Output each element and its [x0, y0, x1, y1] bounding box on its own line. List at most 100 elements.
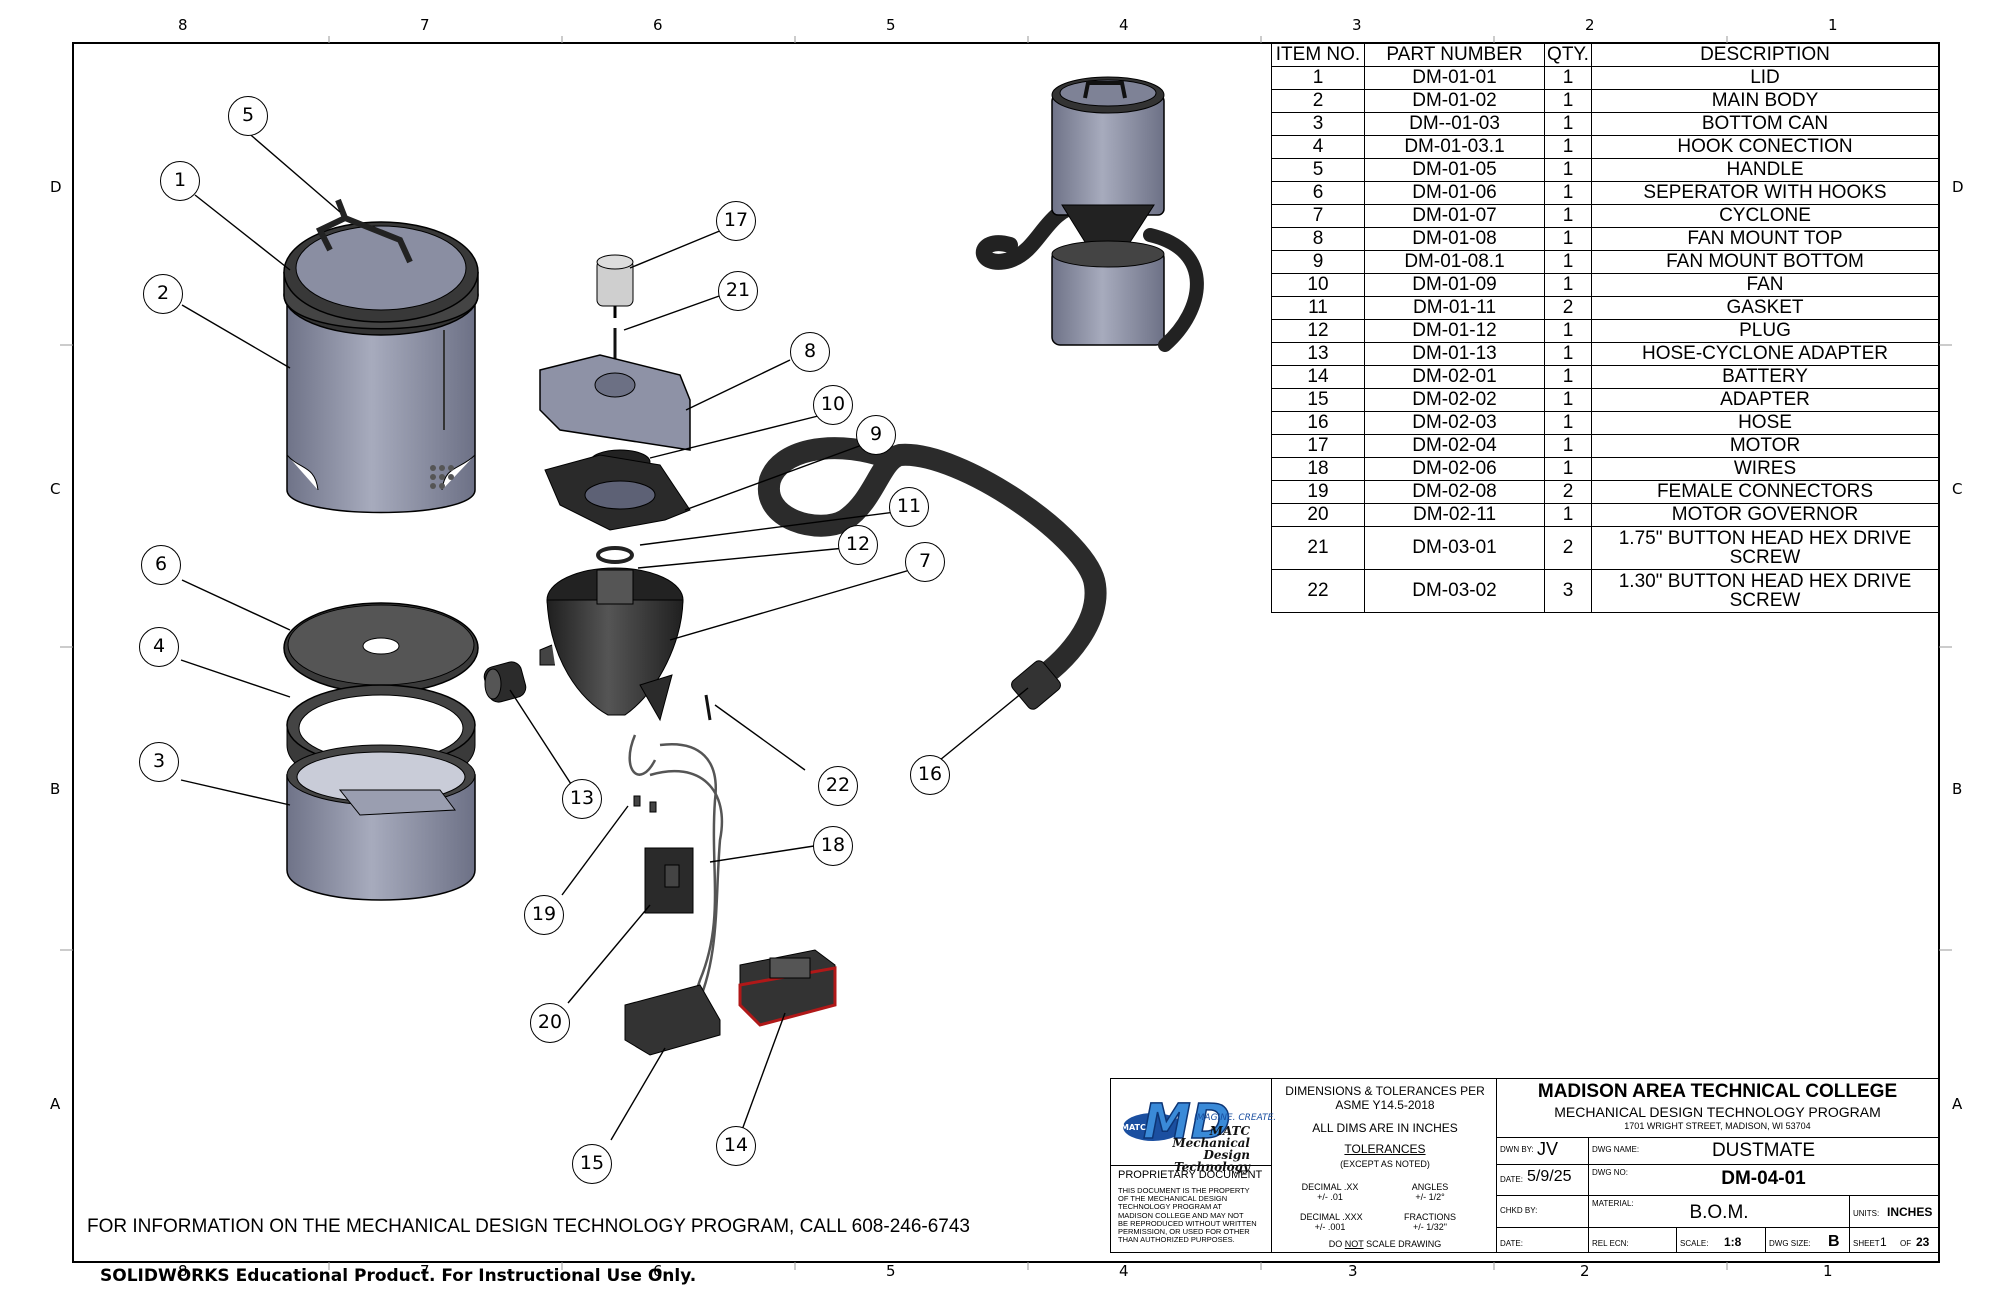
callout-9[interactable]: 9	[856, 415, 896, 455]
bom-part-number: DM-01-07	[1364, 204, 1545, 228]
callout-10[interactable]: 10	[813, 385, 853, 425]
bom-description-line: SCREW	[1729, 547, 1801, 568]
callout-16[interactable]: 16	[910, 755, 950, 795]
bom-header-item: ITEM NO.	[1271, 43, 1365, 67]
part-gasket-plug	[596, 546, 634, 564]
bom-item-no: 11	[1271, 296, 1365, 320]
part-cyclone	[539, 567, 684, 722]
bom-qty: 2	[1544, 526, 1592, 570]
dwg-no-label: DWG NO:	[1592, 1168, 1628, 1177]
bom-qty: 1	[1544, 112, 1592, 136]
dwg-name-value: DUSTMATE	[1711, 1140, 1816, 1161]
bom-item-no: 1	[1271, 66, 1365, 90]
callout-11[interactable]: 11	[889, 487, 929, 527]
bom-description: FEMALE CONNECTORS	[1591, 480, 1939, 504]
sheet-cell	[1849, 1227, 1939, 1253]
bom-part-number: DM-01-09	[1364, 273, 1545, 297]
part-motor	[596, 254, 634, 318]
callout-8[interactable]: 8	[790, 332, 830, 372]
zone-label: 8	[178, 1262, 188, 1280]
callout-1[interactable]: 1	[160, 161, 200, 201]
bom-qty: 1	[1544, 227, 1592, 251]
bom-part-number: DM-01-01	[1364, 66, 1545, 90]
callout-3[interactable]: 3	[139, 742, 179, 782]
scale-label: SCALE:	[1680, 1239, 1709, 1248]
callout-6[interactable]: 6	[141, 545, 181, 585]
bom-item-no: 10	[1271, 273, 1365, 297]
of-label: OF	[1900, 1239, 1912, 1248]
bom-qty: 2	[1544, 296, 1592, 320]
bom-qty: 1	[1544, 503, 1592, 527]
bom-item-no: 18	[1271, 457, 1365, 481]
units-value: INCHES	[1887, 1205, 1933, 1219]
part-fan-mount-bottom	[544, 454, 691, 531]
leader-lines	[180, 129, 1029, 1141]
except-note: (EXCEPT AS NOTED)	[1340, 1159, 1430, 1169]
bom-description: SEPERATOR WITH HOOKS	[1591, 181, 1939, 205]
zone-label: D	[50, 178, 62, 196]
callout-4[interactable]: 4	[139, 627, 179, 667]
part-bottom-can	[286, 744, 476, 901]
bom-part-number: DM-03-02	[1364, 569, 1545, 613]
callout-18[interactable]: 18	[813, 826, 853, 866]
zone-ticks	[60, 36, 1952, 1270]
college-name: MADISON AREA TECHNICAL COLLEGE	[1537, 1081, 1898, 1102]
drawing-border	[72, 42, 1940, 1263]
bom-description-line: 1.30" BUTTON HEAD HEX DRIVE	[1618, 571, 1912, 592]
bom-part-number: DM-01-06	[1364, 181, 1545, 205]
part-fan-mount-top	[539, 354, 691, 451]
zone-label: 3	[1352, 16, 1362, 34]
angles-label: ANGLES	[1411, 1182, 1449, 1192]
bom-item-no: 5	[1271, 158, 1365, 182]
svg-text:MD: MD	[1143, 1094, 1231, 1150]
bom-part-number: DM-02-01	[1364, 365, 1545, 389]
bom-item-no: 7	[1271, 204, 1365, 228]
chkd-by-label: CHKD BY:	[1500, 1206, 1538, 1215]
bom-header-description: DESCRIPTION	[1591, 43, 1939, 67]
zone-label: 5	[886, 16, 896, 34]
bom-part-number: DM-01-03.1	[1364, 135, 1545, 159]
bom-header-row: ITEM NO. PART NUMBER QTY. DESCRIPTION	[1271, 43, 1939, 67]
callout-7[interactable]: 7	[905, 542, 945, 582]
bom-description: MOTOR GOVERNOR	[1591, 503, 1939, 527]
callout-15[interactable]: 15	[572, 1144, 612, 1184]
bom-item-no: 15	[1271, 388, 1365, 412]
bom-item-no: 22	[1271, 569, 1365, 613]
callout-2[interactable]: 2	[143, 274, 183, 314]
date2-label: DATE:	[1500, 1239, 1523, 1248]
callout-17[interactable]: 17	[716, 201, 756, 241]
bom-part-number: DM-01-02	[1364, 89, 1545, 113]
dwg-size-label: DWG SIZE:	[1769, 1239, 1811, 1248]
sheet-label: SHEET	[1853, 1239, 1880, 1248]
callout-21[interactable]: 21	[718, 271, 758, 311]
fractions-label: FRACTIONS	[1403, 1212, 1456, 1222]
callout-13[interactable]: 13	[562, 779, 602, 819]
bom-item-no: 14	[1271, 365, 1365, 389]
part-lid	[283, 221, 479, 336]
callout-5[interactable]: 5	[228, 96, 268, 136]
all-dims-note: ALL DIMS ARE IN INCHES	[1312, 1121, 1458, 1135]
callout-12[interactable]: 12	[838, 525, 878, 565]
bom-item-no: 4	[1271, 135, 1365, 159]
bom-qty: 1	[1544, 204, 1592, 228]
bom-header-qty: QTY.	[1544, 43, 1592, 67]
callout-20[interactable]: 20	[530, 1003, 570, 1043]
date-label: DATE:	[1500, 1175, 1523, 1184]
bom-qty: 1	[1544, 411, 1592, 435]
callout-19[interactable]: 19	[524, 895, 564, 935]
bom-part-number: DM-01-08.1	[1364, 250, 1545, 274]
bom-description: BOTTOM CAN	[1591, 112, 1939, 136]
bom-item-no: 19	[1271, 480, 1365, 504]
bom-part-number: DM-01-11	[1364, 296, 1545, 320]
bom-qty: 1	[1544, 273, 1592, 297]
do-not-scale-note: DO NOT SCALE DRAWING	[1278, 1239, 1492, 1249]
callout-14[interactable]: 14	[716, 1126, 756, 1166]
callout-22[interactable]: 22	[818, 766, 858, 806]
bom-item-no: 9	[1271, 250, 1365, 274]
